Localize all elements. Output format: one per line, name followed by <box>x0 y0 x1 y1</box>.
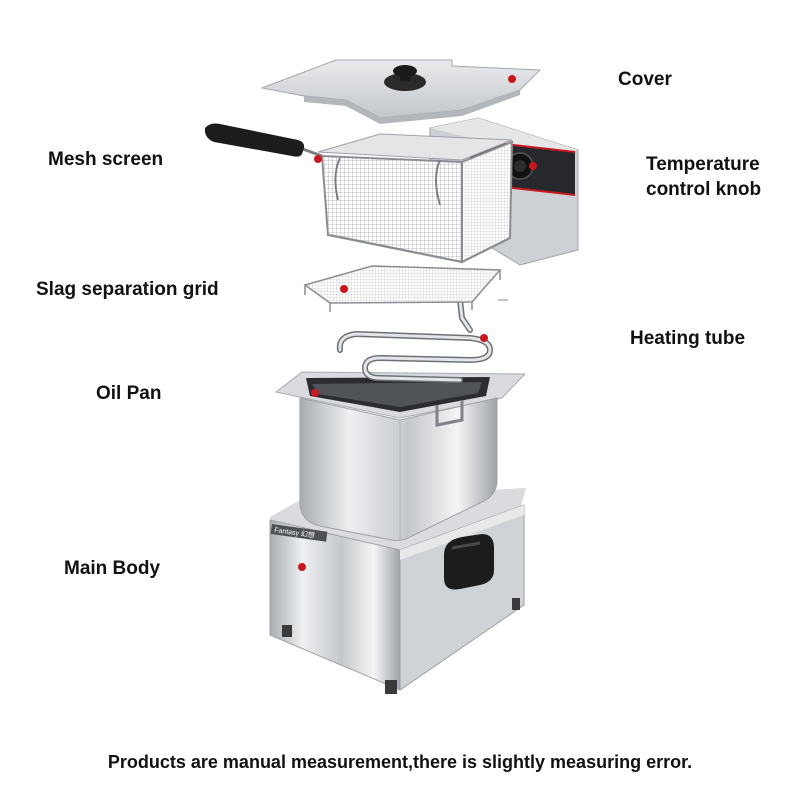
label-cover: Cover <box>618 69 672 90</box>
leader-mesh-screen <box>174 155 322 163</box>
cover-knob-icon <box>384 73 426 91</box>
oil-pan <box>274 299 527 541</box>
mesh-basket <box>204 123 514 264</box>
label-oil-pan: Oil Pan <box>96 383 162 404</box>
leader-oil-pan <box>170 389 319 397</box>
main-body: Fantasy 幻想 <box>269 488 526 694</box>
leader-cover <box>508 75 604 83</box>
brand-plate <box>270 524 328 542</box>
label-main-body: Main Body <box>64 558 161 579</box>
leader-main-body <box>172 563 306 571</box>
leader-heating-tube <box>480 334 620 342</box>
leader-slag-grid <box>234 285 348 293</box>
side-handle <box>444 534 494 590</box>
label-temperature-knob: Temperature control knob <box>646 154 762 200</box>
leader-lines <box>170 75 640 571</box>
basket-handle <box>204 123 305 157</box>
footer-note: Products are manual measurement,there is… <box>107 752 693 772</box>
label-heating-tube: Heating tube <box>630 328 746 349</box>
cover <box>260 59 542 124</box>
heating-tube <box>336 297 494 383</box>
label-mesh-screen: Mesh screen <box>48 149 164 170</box>
label-slag-grid: Slag separation grid <box>36 279 219 300</box>
leader-temperature-knob <box>529 162 640 170</box>
